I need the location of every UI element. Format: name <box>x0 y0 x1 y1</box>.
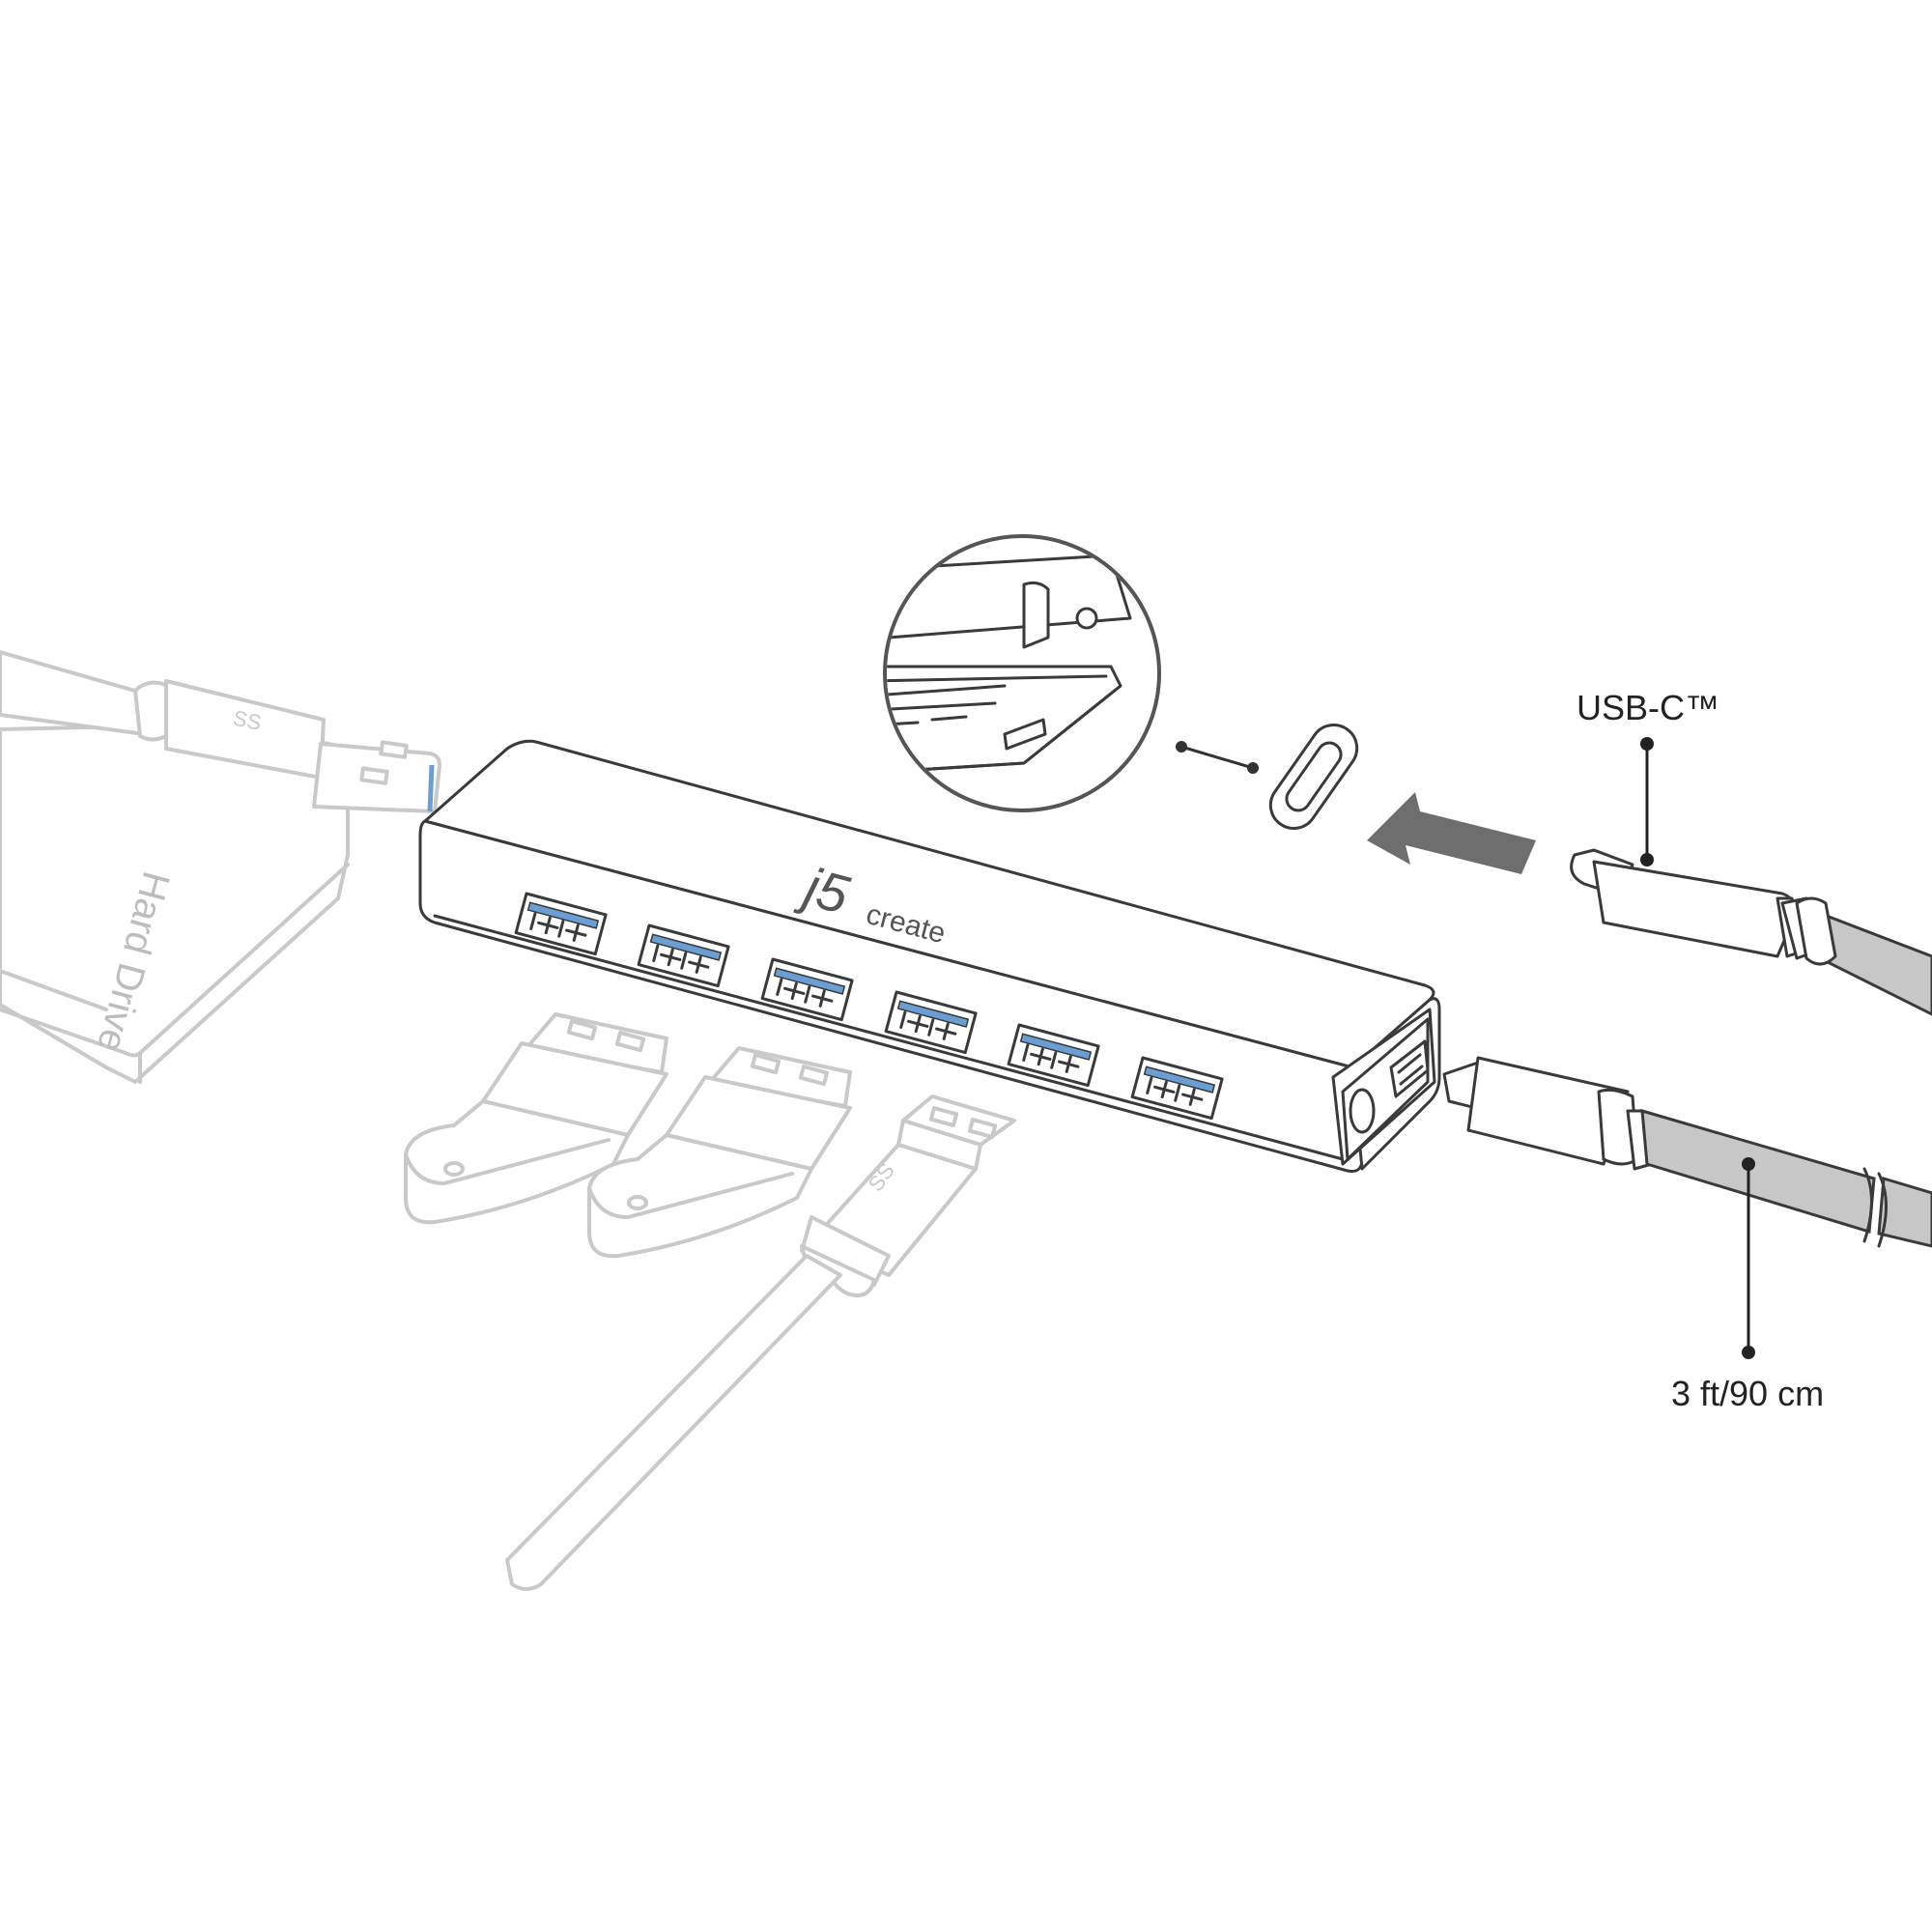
usb-port-2[interactable] <box>637 923 730 988</box>
usb-hub: j5 create <box>418 739 1441 1173</box>
usb-a-cable: SS <box>505 1094 1016 1591</box>
callout-connector-type-label: USB-C™ <box>1577 688 1719 727</box>
usb-port-5[interactable] <box>1007 1023 1100 1088</box>
usb-port-3[interactable] <box>760 957 854 1022</box>
usb-port-1[interactable] <box>514 892 608 956</box>
usb-port-4[interactable] <box>884 990 978 1055</box>
callout-connector-type: USB-C™ <box>1577 688 1719 867</box>
usb-c-port-symbol <box>1268 724 1359 830</box>
flash-drive-2 <box>587 1046 852 1259</box>
usb-c-cable <box>1570 848 1932 1016</box>
usb-superspeed-logo: SS <box>231 705 264 735</box>
usb-port-6[interactable] <box>1130 1056 1224 1121</box>
usb-c-port-icon <box>1003 718 1047 751</box>
usb-blue-tab <box>427 764 435 812</box>
flash-drive-1 <box>404 1012 668 1225</box>
callout-cable-length-label: 3 ft/90 cm <box>1671 1374 1824 1413</box>
power-jack <box>1349 1088 1376 1134</box>
hard-drive-usb-cable: SS <box>0 650 441 813</box>
insert-arrow-icon <box>1367 792 1536 874</box>
hard-drive: Hard Drive <box>0 723 350 1084</box>
laptop-port-inset <box>883 534 1259 812</box>
micro-b-cable <box>1442 1056 1932 1248</box>
callout-cable-length: 3 ft/90 cm <box>1671 1157 1824 1413</box>
